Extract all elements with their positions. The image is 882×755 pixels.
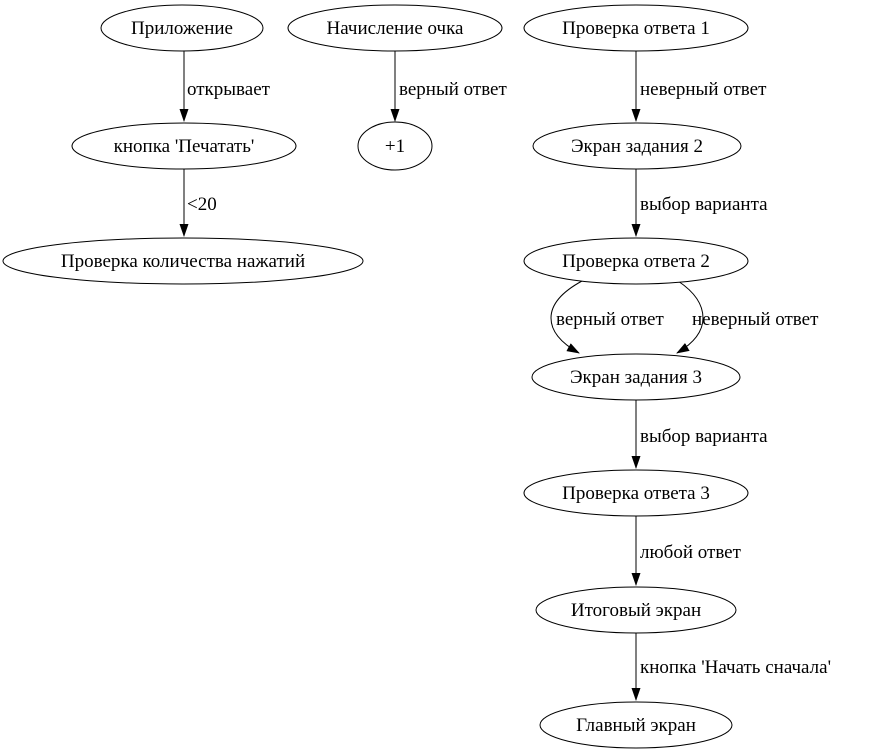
- node-scoring-label: Начисление очка: [327, 18, 464, 39]
- node-answer-check-1: Проверка ответа 1: [523, 4, 749, 52]
- node-answer-check-2-label: Проверка ответа 2: [562, 251, 710, 272]
- node-press-count-check: Проверка количества нажатий: [2, 237, 364, 285]
- node-scoring-shape: [287, 4, 503, 52]
- node-print-button-shape: [71, 122, 297, 170]
- nodes: Приложение кнопка 'Печатать' Проверка ко…: [2, 4, 749, 749]
- node-press-count-check-shape: [2, 237, 364, 285]
- node-answer-check-3-label: Проверка ответа 3: [562, 483, 710, 504]
- node-scoring: Начисление очка: [287, 4, 503, 52]
- node-app-shape: [100, 4, 264, 52]
- node-task-screen-3: Экран задания 3: [531, 353, 741, 401]
- node-answer-check-3-shape: [523, 469, 749, 517]
- edge-answer-check-2-to-task-screen-3-correct: [550, 280, 583, 354]
- node-task-screen-2: Экран задания 2: [532, 122, 742, 170]
- edge-label-print-button-to-press-count-check: <20: [187, 194, 217, 215]
- edge-answer-check-2-to-task-screen-3-wrong: [676, 280, 704, 354]
- edge-label-scoring-to-plus-one: верный ответ: [399, 79, 507, 100]
- node-final-screen-shape: [535, 586, 737, 634]
- node-plus-one-shape: [357, 121, 433, 171]
- node-app: Приложение: [100, 4, 264, 52]
- edge-label-task-screen-3-to-answer-check-3: выбор варианта: [640, 426, 768, 447]
- node-answer-check-3: Проверка ответа 3: [523, 469, 749, 517]
- node-main-screen: Главный экран: [539, 701, 733, 749]
- node-task-screen-2-shape: [532, 122, 742, 170]
- node-press-count-check-label: Проверка количества нажатий: [61, 251, 305, 272]
- edges: открывает <20 верный ответ неверный отве…: [179, 51, 831, 701]
- node-main-screen-label: Главный экран: [576, 715, 696, 736]
- edge-label-final-screen-to-main-screen: кнопка 'Начать сначала': [640, 657, 831, 678]
- edge-label-answer-check-3-to-final-screen: любой ответ: [640, 542, 742, 563]
- node-task-screen-3-shape: [531, 353, 741, 401]
- edge-label-app-to-print-button: открывает: [187, 79, 271, 100]
- node-answer-check-2: Проверка ответа 2: [523, 237, 749, 285]
- edge-label-task-screen-2-to-answer-check-2: выбор варианта: [640, 194, 768, 215]
- node-answer-check-1-label: Проверка ответа 1: [562, 18, 710, 39]
- node-task-screen-2-label: Экран задания 2: [571, 136, 703, 157]
- edge-label-answer-check-1-to-task-screen-2: неверный ответ: [640, 79, 767, 100]
- node-plus-one: +1: [357, 121, 433, 171]
- edge-label-answer-check-2-to-task-screen-3-correct: верный ответ: [556, 309, 664, 330]
- node-final-screen-label: Итоговый экран: [571, 600, 701, 621]
- node-task-screen-3-label: Экран задания 3: [570, 367, 702, 388]
- node-app-label: Приложение: [131, 18, 233, 39]
- node-main-screen-shape: [539, 701, 733, 749]
- node-final-screen: Итоговый экран: [535, 586, 737, 634]
- node-print-button: кнопка 'Печатать': [71, 122, 297, 170]
- node-answer-check-1-shape: [523, 4, 749, 52]
- node-plus-one-label: +1: [385, 136, 405, 157]
- edge-label-answer-check-2-to-task-screen-3-wrong: неверный ответ: [692, 309, 819, 330]
- node-print-button-label: кнопка 'Печатать': [114, 136, 255, 157]
- node-answer-check-2-shape: [523, 237, 749, 285]
